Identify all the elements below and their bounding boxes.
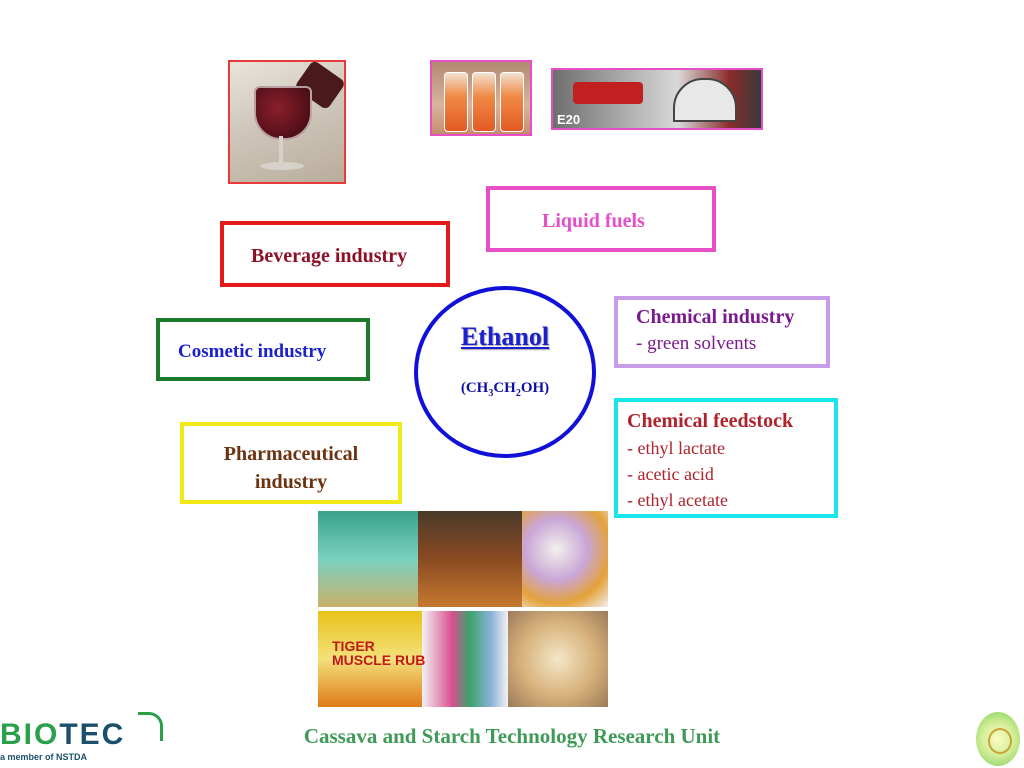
ethanol-formula: (CH3CH2OH) bbox=[418, 380, 592, 399]
ethanol-title: Ethanol bbox=[460, 322, 550, 351]
liquid-fuels-label: Liquid fuels bbox=[542, 210, 645, 232]
formula-subscript: 3 bbox=[488, 388, 494, 399]
liquid-fuels-box: Liquid fuels bbox=[486, 186, 716, 252]
formula-subscript: 2 bbox=[515, 388, 521, 399]
cosmetic-industry-box: Cosmetic industry bbox=[156, 318, 370, 381]
ethanol-vials-photo bbox=[430, 60, 532, 136]
muscle-rub-label: MUSCLE RUB bbox=[332, 652, 426, 668]
biotec-logo: BIOTEC a member of NSTDA bbox=[0, 708, 170, 768]
fuel-nozzle-shape bbox=[573, 82, 643, 104]
tiger-muscle-rub-label: TIGER MUSCLE RUB bbox=[332, 639, 425, 667]
fuel-gauge-shape bbox=[673, 78, 737, 122]
mouthwash-bottles-image bbox=[318, 511, 418, 607]
formula-part: (CH bbox=[460, 380, 489, 396]
logo-subtitle: a member of NSTDA bbox=[0, 752, 88, 762]
e20-label: E20 bbox=[557, 112, 581, 127]
chemical-industry-box: Chemical industry - green solvents bbox=[614, 296, 830, 368]
feedstock-item: - ethyl acetate bbox=[627, 490, 728, 510]
seal-emblem-icon bbox=[976, 712, 1020, 766]
biotec-logo-word: BIOTEC bbox=[0, 718, 125, 752]
wine-glass-bowl-shape bbox=[254, 86, 312, 140]
seal-inner-ring bbox=[988, 728, 1012, 754]
fuel-pump-photo: E20 bbox=[551, 68, 763, 130]
vial-shape bbox=[444, 72, 468, 132]
cosmetic-tubes-image bbox=[422, 611, 508, 707]
pharmaceutical-industry-box: Pharmaceutical industry bbox=[180, 422, 402, 504]
wine-glass-base-shape bbox=[260, 162, 304, 170]
feedstock-item: - acetic acid bbox=[627, 464, 714, 484]
chemical-feedstock-box: Chemical feedstock - ethyl lactate - ace… bbox=[614, 398, 838, 518]
tiger-label: TIGER bbox=[332, 638, 375, 654]
formula-part: OH) bbox=[520, 380, 550, 396]
chemical-feedstock-title: Chemical feedstock bbox=[627, 410, 794, 432]
logo-part-2: TEC bbox=[59, 718, 126, 751]
vial-shape bbox=[472, 72, 496, 132]
cosmetic-industry-label: Cosmetic industry bbox=[178, 341, 327, 362]
ointment-box-image bbox=[318, 611, 422, 707]
chemical-industry-title: Chemical industry bbox=[636, 306, 795, 328]
pharmaceutical-line-2: industry bbox=[254, 471, 328, 493]
logo-arc-icon bbox=[138, 712, 163, 741]
pills-image bbox=[522, 511, 608, 607]
wine-glass-stem-shape bbox=[279, 136, 283, 164]
footer-title: Cassava and Starch Technology Research U… bbox=[303, 724, 721, 748]
pharmaceutical-line-1: Pharmaceutical bbox=[223, 443, 359, 465]
cosmetic-jars-image bbox=[508, 611, 608, 707]
vial-shape bbox=[500, 72, 524, 132]
feedstock-item: - ethyl lactate bbox=[627, 438, 725, 458]
products-collage-photo: TIGER MUSCLE RUB bbox=[318, 511, 608, 707]
wine-glass-photo bbox=[228, 60, 346, 184]
beverage-industry-box: Beverage industry bbox=[220, 221, 450, 287]
ethanol-circle: Ethanol (CH3CH2OH) bbox=[414, 286, 596, 458]
chemical-industry-item: - green solvents bbox=[636, 333, 757, 354]
formula-part: CH bbox=[493, 380, 516, 396]
medicine-bottles-image bbox=[418, 511, 522, 607]
logo-part-1: BIO bbox=[0, 718, 60, 751]
beverage-industry-label: Beverage industry bbox=[251, 245, 408, 267]
pharmaceutical-industry-label: Pharmaceutical industry bbox=[184, 440, 398, 496]
